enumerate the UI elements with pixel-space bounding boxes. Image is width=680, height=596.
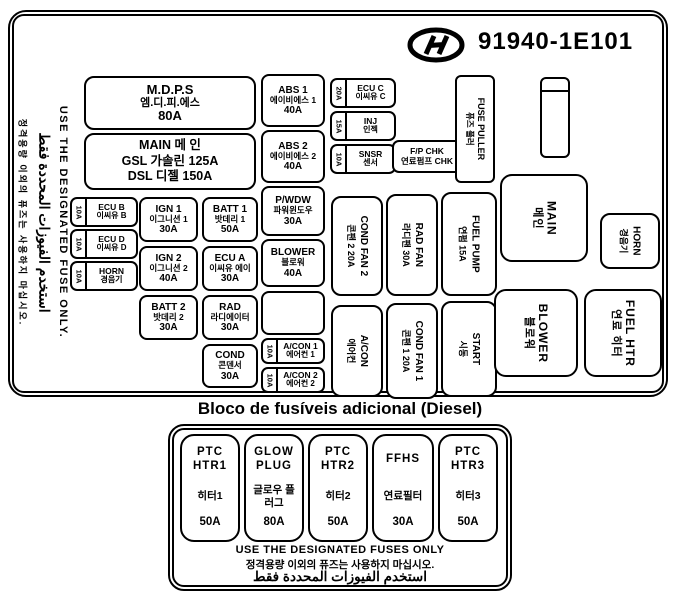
diesel-note-english: USE THE DESIGNATED FUSES ONLY [235, 544, 445, 556]
fuse-ffhs: FFHS 연료필터 30A [372, 434, 434, 542]
hyundai-logo-icon [407, 27, 465, 63]
diesel-note-korean: 정격용량 이외의 퓨즈는 사용하지 마십시오. [245, 559, 435, 571]
spare-relay-divider [542, 90, 568, 92]
empty-fuse-slot [261, 291, 325, 335]
diesel-box-title: Bloco de fusíveis adicional (Diesel) [197, 399, 483, 418]
diesel-note-arabic: استخدم الفيوزات المحددة فقط [253, 569, 427, 584]
fuse-mdps: M.D.P.S 엠.디.피.에스 80A [84, 76, 256, 130]
warning-arabic-vertical: استخدم الفيوزات المحددة فقط [36, 131, 53, 313]
fuse-puller: FUSE PULLER 퓨즈 풀러 [455, 75, 495, 183]
fuse-main: MAIN 메 인 GSL 가솔린 125A DSL 디젤 150A [84, 133, 256, 190]
warning-korean-vertical: 정격용량 이외의 퓨즈는 사용하지 마십시오. [17, 118, 28, 326]
spare-relay-slot [540, 77, 570, 158]
part-number: 91940-1E101 [478, 28, 634, 55]
